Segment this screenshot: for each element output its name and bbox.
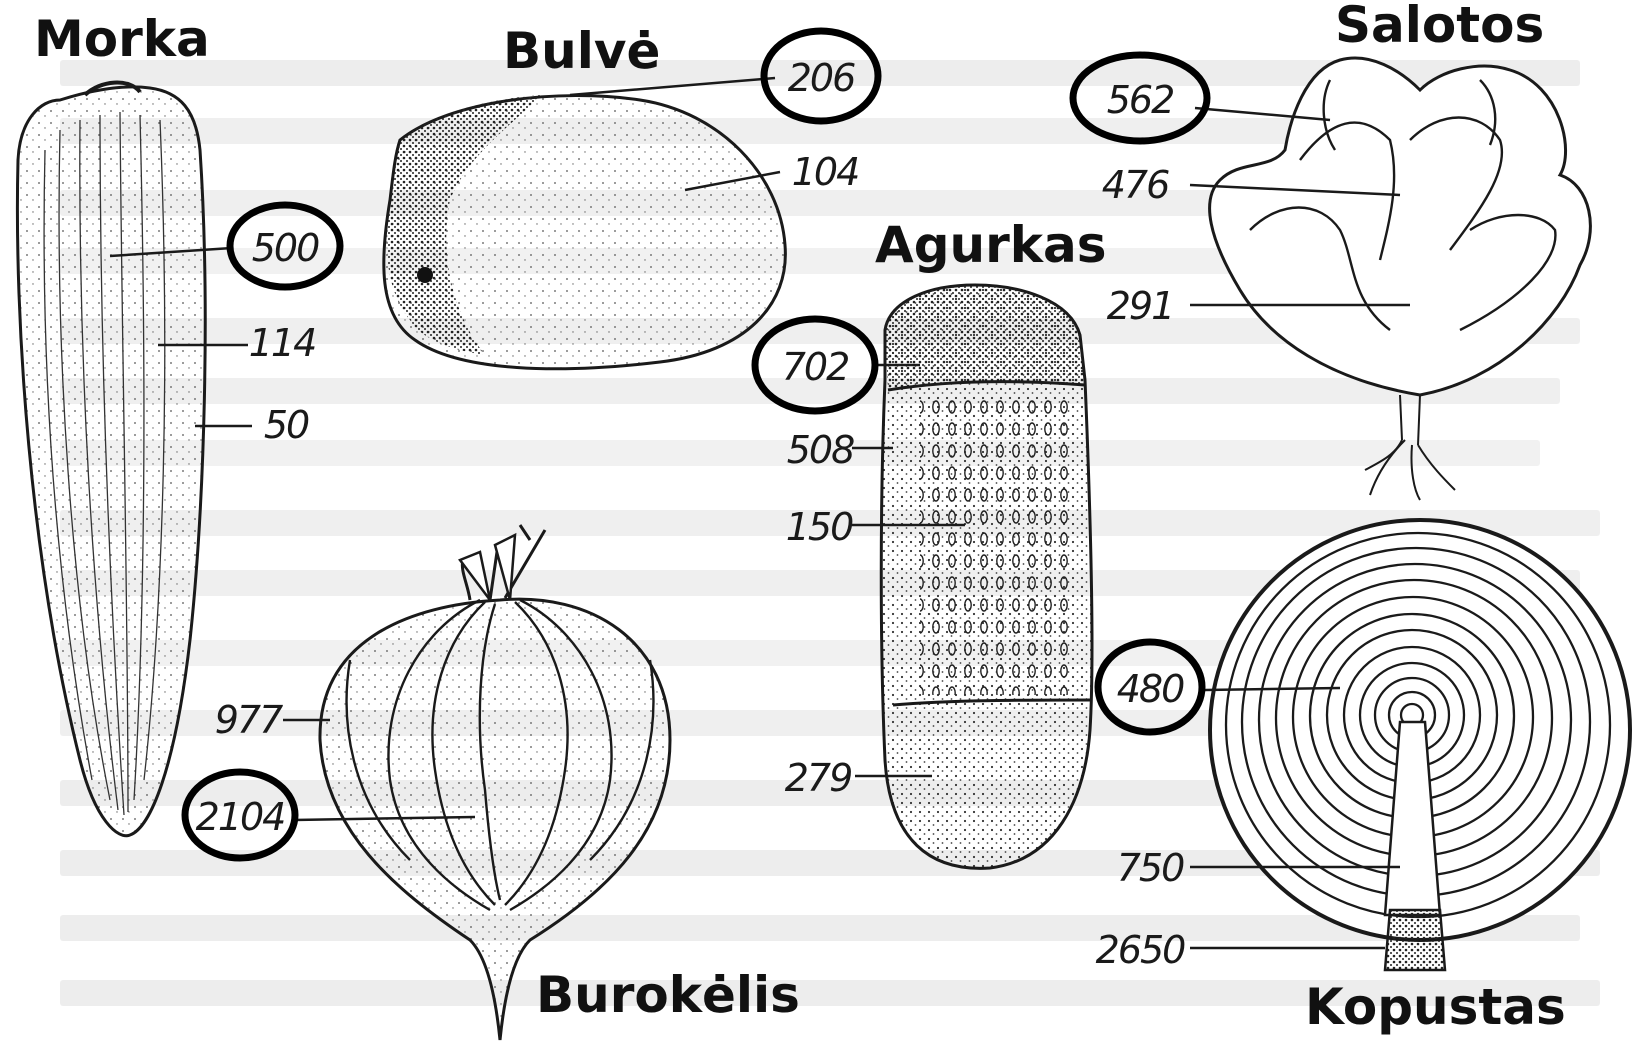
label-potato-206: 206 <box>788 59 855 97</box>
title-potato: Bulvė <box>503 26 660 76</box>
label-cucumber-279: 279 <box>785 759 852 797</box>
label-cucumber-702: 702 <box>782 348 849 386</box>
label-carrot-114: 114 <box>249 324 316 362</box>
label-cabbage-2650: 2650 <box>1096 931 1185 969</box>
label-cabbage-480: 480 <box>1117 670 1184 708</box>
title-lettuce: Salotos <box>1335 0 1544 50</box>
beetroot-drawing <box>320 525 670 1040</box>
carrot-drawing <box>17 83 205 836</box>
label-beetroot-977: 977 <box>215 701 282 739</box>
title-cabbage: Kopustas <box>1305 982 1566 1032</box>
label-beetroot-2104: 2104 <box>196 798 285 836</box>
title-cucumber: Agurkas <box>875 220 1107 270</box>
cucumber-drawing <box>881 285 1092 868</box>
label-carrot-50: 50 <box>264 406 308 444</box>
label-lettuce-562: 562 <box>1107 81 1174 119</box>
label-cucumber-150: 150 <box>786 508 853 546</box>
label-carrot-500: 500 <box>252 229 319 267</box>
potato-drawing <box>384 95 786 369</box>
label-lettuce-291: 291 <box>1107 287 1174 325</box>
title-carrot: Morka <box>34 14 210 64</box>
label-cucumber-508: 508 <box>787 431 854 469</box>
label-lettuce-476: 476 <box>1102 166 1169 204</box>
cabbage-drawing <box>1210 520 1630 970</box>
title-beetroot: Burokėlis <box>536 970 800 1020</box>
label-potato-104: 104 <box>792 153 859 191</box>
label-cabbage-750: 750 <box>1117 849 1184 887</box>
